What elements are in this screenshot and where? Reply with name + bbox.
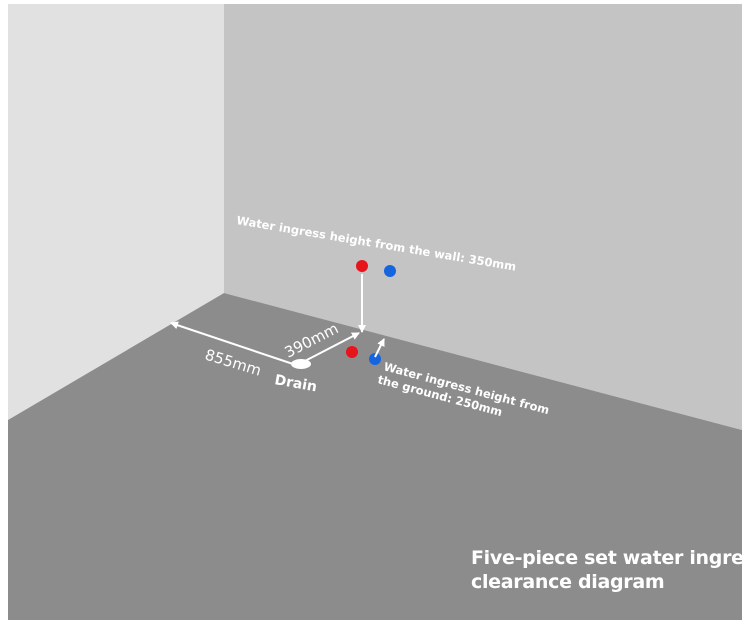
left-wall [8, 4, 224, 420]
dimension-390-arrow [302, 332, 360, 363]
hot-water-point-ground [346, 346, 358, 358]
cold-water-point-ground [369, 353, 381, 365]
diagram-caption: Five-piece set water ingress clearance d… [471, 546, 750, 594]
dimension-855-arrow [170, 321, 297, 366]
back-wall [224, 4, 742, 430]
drain-icon [291, 359, 311, 369]
caption-line-2: clearance diagram [471, 571, 665, 593]
drain-label: Drain [273, 372, 318, 395]
caption-line-1: Five-piece set water ingress [471, 547, 750, 569]
floor [8, 293, 742, 620]
hot-water-point-wall [356, 260, 368, 272]
cold-water-point-wall [384, 265, 396, 277]
ground-height-arrow [374, 338, 385, 358]
